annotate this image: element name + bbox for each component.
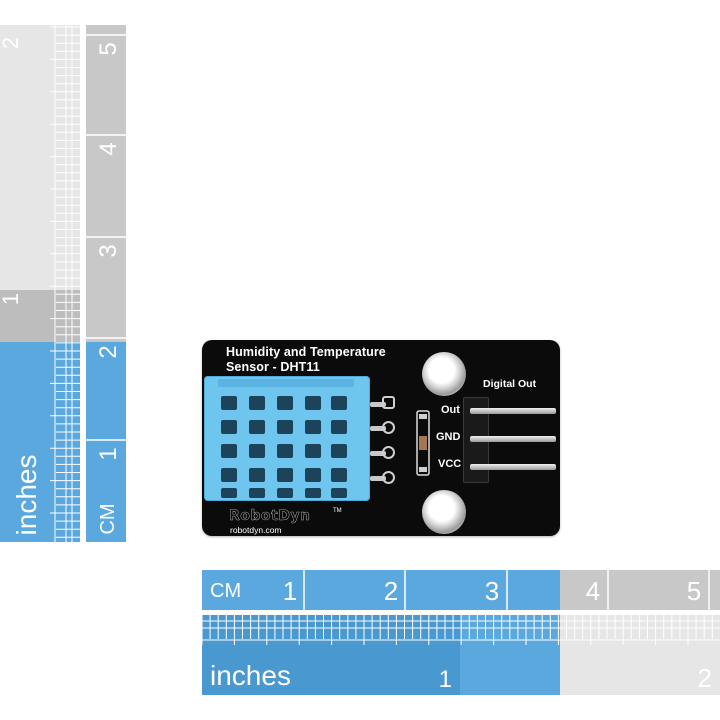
horizontal-cm-unit-label: CM [210,580,241,602]
grille-slot [277,468,293,482]
vertical-cm-number-5: 5 [95,42,122,55]
grille-slot [305,444,321,458]
vertical-cm-ruler: 5 4 3 2 1 CM [86,25,126,542]
solder-pads [382,396,395,484]
grille-slot [331,396,347,410]
horizontal-cm-ruler: CM 1 2 3 4 5 [202,570,720,610]
header-pin-gnd [470,436,556,442]
grille-slot [305,420,321,434]
pin-label-gnd: GND [436,431,461,443]
sensor-lead-3 [370,451,386,456]
sensor-lead-4 [370,476,386,481]
horizontal-inch-number-2: 2 [698,663,712,693]
brand-trademark: TM [333,508,342,514]
horizontal-inch-unit-label: inches [210,660,291,691]
vertical-cm-number-2: 2 [95,345,122,358]
digital-out-label: Digital Out [483,378,537,390]
grille-slot [221,396,237,410]
grille-slot [277,396,293,410]
grille-slot [305,468,321,482]
horizontal-inch-ruler: inches 1 2 [202,615,720,695]
vertical-cm-number-3: 3 [95,244,122,257]
vertical-inch-number-1: 1 [0,293,23,305]
grille-slot [305,396,321,410]
grille-slot [277,420,293,434]
grille-slot [221,468,237,482]
resistor [416,410,430,476]
grille-slot [221,488,237,498]
grille-slot [249,468,265,482]
brand-url: robotdyn.com [230,525,282,535]
sensor-lead-1 [370,402,386,407]
vertical-cm-number-4: 4 [95,142,122,155]
mounting-hole-bottom [422,490,466,534]
dht11-sensor [204,376,370,501]
board-title-line-2: Sensor - DHT11 [226,360,320,374]
vertical-inch-ruler: 2 1 inches [0,25,80,542]
grille-slot [277,488,293,498]
horizontal-cm-number-3: 3 [485,576,499,606]
grille-slot [331,444,347,458]
sensor-grille [218,379,354,498]
grille-slot [249,444,265,458]
brand-logo: RobotDyn [229,508,311,524]
horizontal-inch-number-1: 1 [439,666,452,693]
pin-label-vcc: VCC [438,458,462,470]
grille-slot [305,488,321,498]
grille-slot [331,420,347,434]
board-title: Humidity and Temperature Sensor - DHT11 [226,345,426,375]
grille-slot [221,444,237,458]
horizontal-cm-number-1: 1 [283,576,297,606]
sensor-lead-2 [370,426,386,431]
horizontal-cm-number-2: 2 [384,576,398,606]
header-pin-vcc [470,464,556,470]
grille-slot [331,468,347,482]
board-title-line-1: Humidity and Temperature [226,345,386,359]
vertical-inch-unit-label: inches [11,455,42,536]
horizontal-cm-number-5: 5 [687,576,701,606]
header-pin-out [470,408,556,414]
pin-label-out: Out [441,404,460,416]
vertical-inch-number-2: 2 [0,37,23,49]
grille-slot [331,488,347,498]
grille-slot [249,420,265,434]
vertical-cm-number-1: 1 [95,447,122,460]
grille-slot [249,396,265,410]
grille-slot [249,488,265,498]
horizontal-cm-number-4: 4 [586,576,600,606]
grille-slot [277,444,293,458]
grille-slot [221,420,237,434]
mounting-hole-top [422,352,466,396]
vertical-cm-unit-label: CM [97,503,119,534]
